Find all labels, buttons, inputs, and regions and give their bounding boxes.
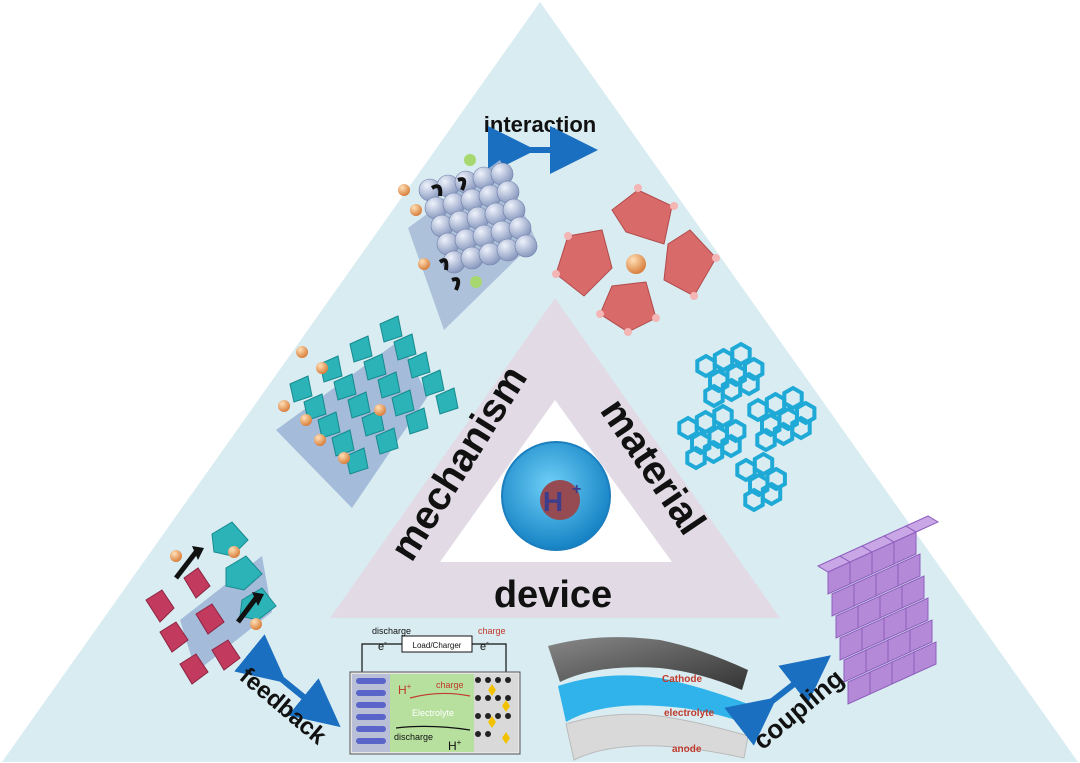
hexagonal-framework-illustration (677, 341, 817, 513)
ion-charge: + (572, 481, 581, 498)
battery-discharge-top: discharge (372, 626, 411, 636)
label-interaction: interaction (484, 112, 596, 137)
battery-schematic: discharge charge e- e- Load/Charger H+ c… (349, 626, 521, 755)
battery-electron-right-sup: - (486, 638, 489, 647)
battery-electron-left-sup: - (384, 638, 387, 647)
layer-electrolyte-label: electrolyte (664, 708, 714, 719)
battery-proton-top-sup: + (407, 682, 412, 691)
feedback-arrow (234, 634, 341, 728)
red-octahedra-illustration (552, 184, 720, 336)
battery-charge-top: charge (478, 626, 506, 636)
battery-proton-bottom: H (448, 739, 457, 753)
battery-proton-top: H (398, 683, 407, 697)
ion-symbol: H (543, 486, 563, 517)
flexible-device-layers-illustration: Cathode electrolyte anode (548, 637, 749, 761)
battery-electron-right: e (480, 641, 486, 653)
layer-anode-label: anode (672, 744, 702, 755)
label-device: device (494, 574, 612, 616)
battery-electron-left: e (378, 641, 384, 653)
battery-proton-bottom-sup: + (457, 738, 462, 747)
svg-text:H+: H+ (448, 738, 462, 753)
coupling-arrow (724, 655, 831, 746)
battery-load-box: Load/Charger (413, 641, 462, 650)
purple-cube-array-illustration (816, 515, 940, 705)
battery-electrolyte-label: Electrolyte (412, 708, 454, 718)
battery-charge-arrow-label: charge (436, 680, 464, 690)
ball-lattice-illustration (398, 154, 538, 330)
teal-layered-structure-illustration (276, 315, 459, 508)
svg-text:e-: e- (480, 638, 489, 653)
svg-text:e-: e- (378, 638, 387, 653)
layer-cathode-label: Cathode (662, 674, 702, 685)
battery-discharge-arrow-label: discharge (394, 732, 433, 742)
svg-text:H+: H+ (398, 682, 412, 697)
proton-sphere-icon: H + (501, 441, 611, 551)
